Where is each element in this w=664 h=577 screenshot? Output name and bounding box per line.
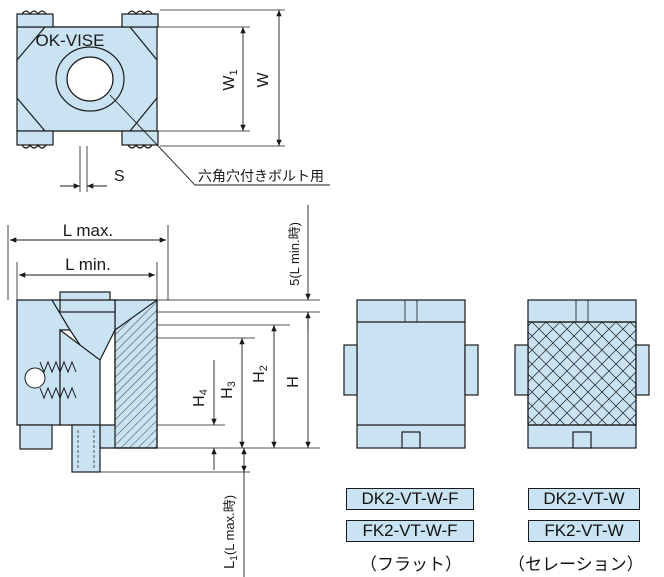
flat-jaw-drawing (343, 299, 479, 449)
dim-h2-label: H2 (251, 365, 270, 383)
bolt-shank (71, 424, 101, 473)
dim-h4-label: H4 (191, 389, 210, 407)
serrated-jaw-drawing (514, 299, 650, 449)
model-fk-serrated: FK2-VT-W (528, 520, 640, 542)
top-corner-springs (16, 10, 159, 149)
svg-text:W1: W1 (221, 69, 240, 90)
brand-label: OK-VISE (36, 31, 105, 50)
dim-lmax-label: L max. (63, 221, 113, 240)
callout-leader (109, 94, 330, 186)
dim-s-label: S (114, 168, 125, 185)
model-fk-flat: FK2-VT-W-F (346, 520, 474, 542)
svg-text:H2: H2 (251, 365, 270, 383)
dim-h3-label: H3 (219, 381, 238, 399)
svg-text:L1(L max.時): L1(L max.時) (221, 495, 240, 569)
svg-text:H4: H4 (191, 389, 210, 407)
model-dk-flat: DK2-VT-W-F (346, 488, 474, 510)
spring-coil (24, 360, 77, 400)
dim-lmin-label: L min. (65, 255, 111, 274)
caption-flat: （フラット） (360, 555, 462, 575)
dim-w1-label: W1 (221, 69, 240, 90)
dim-w-label: W (255, 72, 272, 88)
model-dk-serrated: DK2-VT-W (528, 488, 640, 510)
svg-text:H3: H3 (219, 381, 238, 399)
dim-h-label: H (285, 376, 302, 388)
top-view (16, 9, 330, 192)
caption-serrated: （セレーション） (508, 555, 644, 575)
top-bolt-hole (66, 56, 114, 102)
dim-l1-label: L1(L max.時) (221, 495, 240, 569)
side-view (7, 205, 320, 577)
dim-5-label: 5(L min.時) (287, 222, 302, 286)
bolt-callout: 六角穴付きボルト用 (198, 168, 324, 184)
